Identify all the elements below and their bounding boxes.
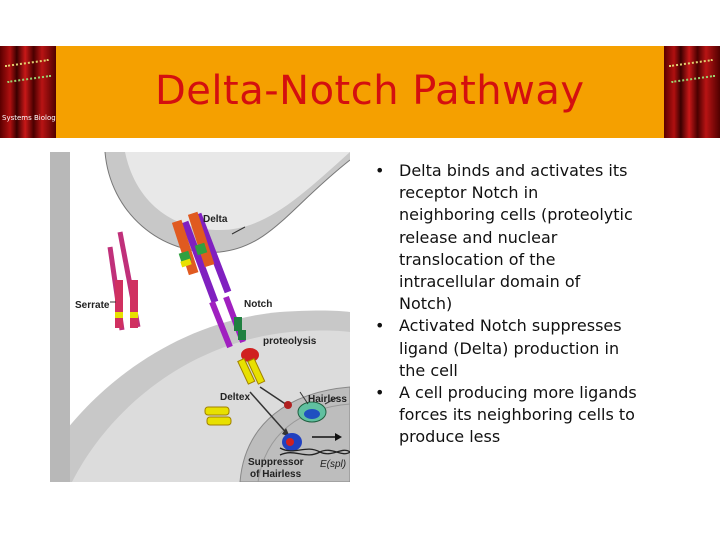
bullet-item: • Delta binds and activates its receptor… [368, 160, 698, 315]
bullet-list: • Delta binds and activates its receptor… [368, 160, 698, 449]
bullet-item: • Activated Notch suppresses ligand (Del… [368, 315, 698, 382]
systems-biology-image-right [664, 46, 720, 138]
bullet-marker: • [375, 383, 385, 403]
title-bar [0, 46, 720, 138]
notch-receptor [209, 295, 246, 349]
bullet-line: receptor Notch in [399, 183, 539, 203]
label-delta: Delta [203, 214, 228, 225]
slide-title: Delta-Notch Pathway [155, 68, 585, 114]
bullet-line: forces its neighboring cells to [399, 405, 635, 425]
bullet-line: Activated Notch suppresses [399, 316, 622, 336]
deltex [204, 406, 232, 426]
serrate-ligand [107, 231, 141, 331]
bullet-line: intracellular domain of [399, 272, 581, 292]
bullet-line: ligand (Delta) production in [399, 338, 620, 358]
bullet-line: neighboring cells (proteolytic [399, 205, 633, 225]
label-esplit: E(spl) [320, 459, 346, 470]
label-suppressor-line2: of Hairless [250, 469, 302, 480]
bullet-line: Notch) [399, 294, 453, 314]
bullet-line: A cell producing more ligands [399, 383, 637, 403]
suppressor-of-hairless [279, 433, 350, 456]
bullet-marker: • [375, 161, 385, 180]
hairless [297, 401, 327, 423]
bullet-line: release and nuclear [399, 227, 558, 247]
proteolysis-complex [237, 348, 292, 438]
bullet-line: produce less [399, 427, 501, 447]
label-notch: Notch [244, 299, 272, 310]
dna-helix-icon [4, 59, 52, 83]
bullet-marker: • [375, 316, 385, 336]
bullet-line: the cell [399, 360, 458, 380]
dna-helix-icon [668, 59, 716, 83]
bullet-line: translocation of the [399, 249, 556, 269]
delta-ligand [171, 211, 232, 304]
label-deltex: Deltex [220, 392, 250, 403]
systems-biology-image-left: Systems Biology [0, 46, 56, 138]
label-proteolysis: proteolysis [263, 336, 317, 347]
systems-biology-label: Systems Biology [2, 114, 56, 122]
bullet-line: Delta binds and activates its [399, 161, 628, 180]
label-suppressor-line1: Suppressor [248, 457, 304, 468]
label-hairless: Hairless [308, 394, 347, 405]
label-serrate: Serrate [75, 300, 110, 311]
delta-notch-diagram: Delta Serrate Notch proteolysis Hairless… [50, 152, 350, 482]
bullet-item: • A cell producing more ligands forces i… [368, 382, 698, 449]
